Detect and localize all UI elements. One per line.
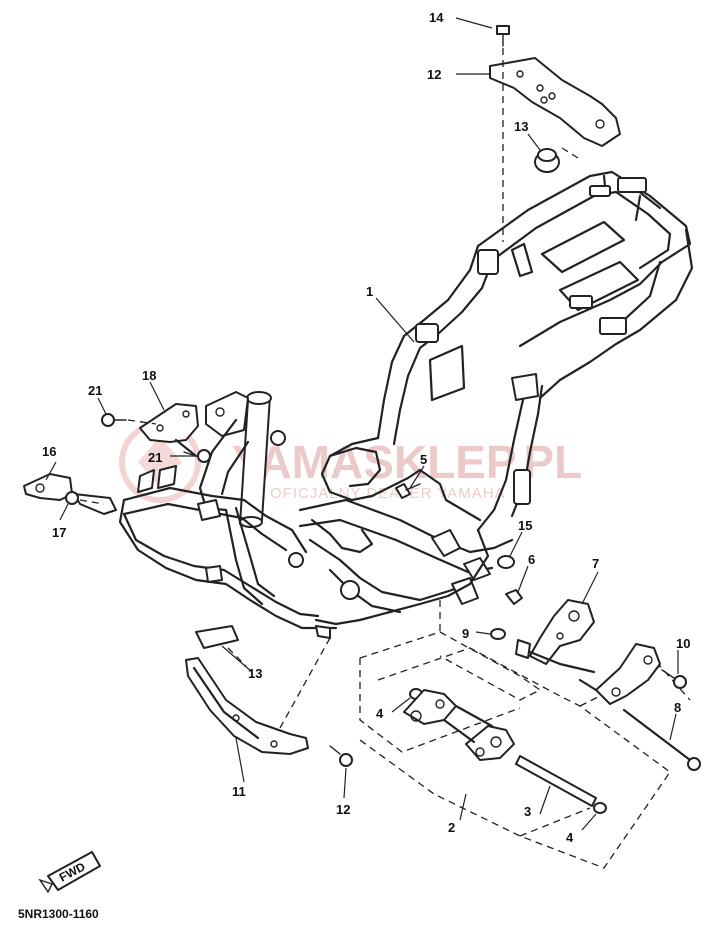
callout-3: 3 — [524, 804, 531, 819]
part-2-engine-bracket — [403, 689, 515, 761]
part-20-bracket — [139, 403, 199, 458]
assembly-outline — [359, 600, 691, 869]
part-9-washer — [490, 628, 506, 640]
leader-lines — [45, 17, 679, 831]
callout-4-upper: 4 — [376, 706, 384, 721]
callout-9: 9 — [462, 626, 469, 641]
part-6-nut — [505, 589, 523, 605]
part-13-damper — [534, 148, 560, 173]
part-12-bracket — [489, 57, 621, 147]
callout-21-top: 21 — [88, 383, 102, 398]
part-4-washer-lower — [593, 802, 607, 814]
callout-2: 2 — [448, 820, 455, 835]
diagram-code: 5NR1300-1160 — [18, 907, 99, 921]
callout-10: 10 — [676, 636, 690, 651]
part-8-long-bolt — [622, 708, 701, 771]
callout-16: 12 — [336, 802, 350, 817]
part-15-guard — [185, 657, 309, 755]
part-3-shaft — [515, 755, 597, 807]
callout-21-bottom: 21 — [148, 450, 162, 465]
front-frame-section — [118, 391, 338, 639]
callout-14: 14 — [429, 10, 444, 25]
part-1-main-frame — [288, 170, 694, 626]
part-10-bolt — [661, 669, 687, 689]
callout-5: 5 — [420, 452, 427, 467]
callout-13: 13 — [514, 119, 528, 134]
part-7-bracket — [515, 599, 596, 674]
callout-19: 17 — [52, 525, 66, 540]
part-18-bracket — [23, 473, 117, 515]
callout-12: 12 — [427, 67, 441, 82]
part-21-screw-top — [101, 413, 157, 427]
callouts: 14 12 13 1 18 21 21 16 17 5 15 6 7 9 10 … — [42, 10, 690, 845]
engine-mount-bracket-right — [578, 643, 661, 705]
callout-7: 7 — [592, 556, 599, 571]
callout-8: 8 — [674, 700, 681, 715]
callout-4-lower: 4 — [566, 830, 574, 845]
part-16-bolt — [329, 745, 353, 767]
part-5-bolt — [395, 483, 421, 499]
part-21-screw-bottom — [183, 449, 211, 463]
callout-11: 15 — [518, 518, 532, 533]
callout-6: 6 — [528, 552, 535, 567]
callout-20: 18 — [142, 368, 156, 383]
fwd-direction-badge: FWD — [38, 851, 101, 894]
callout-1: 1 — [366, 284, 373, 299]
callout-17: 13 — [248, 666, 262, 681]
part-14-bolt — [496, 25, 510, 47]
part-19-screw — [65, 491, 105, 505]
callout-15: 11 — [232, 784, 246, 799]
part-11-collar — [497, 555, 515, 569]
part-17-pad — [195, 625, 247, 667]
callout-18: 16 — [42, 444, 56, 459]
